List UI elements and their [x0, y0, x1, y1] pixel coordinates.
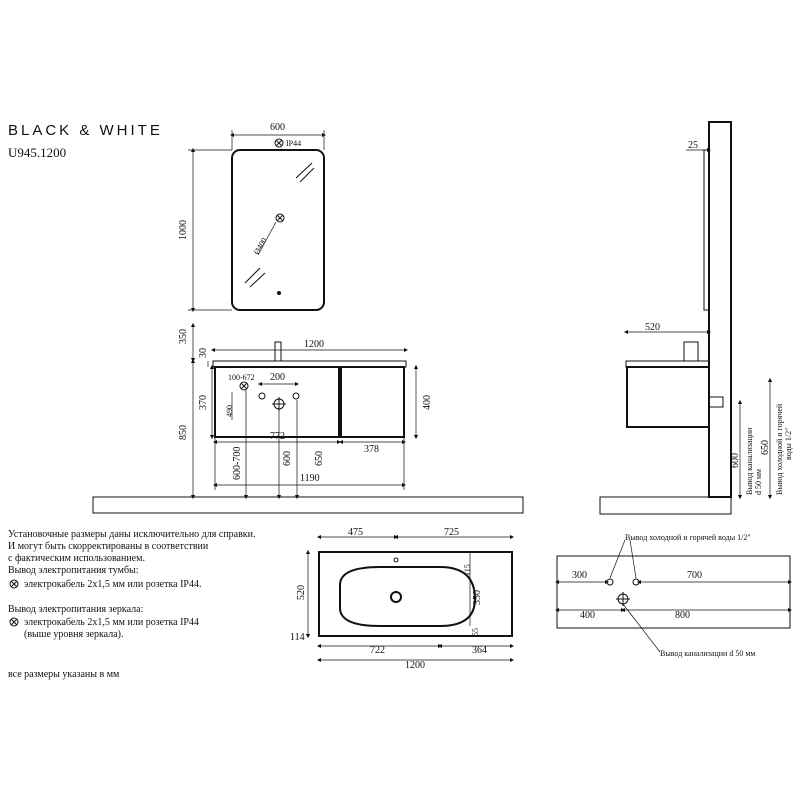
plan-right-water: 700: [687, 570, 702, 581]
front-width-label: 1200: [304, 339, 324, 350]
side-cabinet: [626, 366, 710, 428]
side-water-size: воды 1/2": [784, 428, 793, 460]
pipe-spacing-label: 200: [270, 372, 285, 383]
hot-water-outlet: [292, 392, 300, 400]
mirror-power-text2: (выше уровня зеркала).: [24, 629, 123, 640]
plan-drain-label: Вывод канализации d 50 мм: [660, 649, 755, 658]
plan-left-water: 300: [572, 570, 587, 581]
plan-right-drain: 800: [675, 610, 690, 621]
side-depth-label: 520: [645, 322, 660, 333]
cabinet-power-text: электрокабель 2х1,5 мм или розетка IP44.: [24, 579, 202, 590]
h-650-label: 650: [314, 451, 325, 466]
mirror-front-view: 600 IP44 1000 Ø400: [178, 122, 327, 313]
cabinet-front-view: 350 1200 30 370 400 100-672 490 200 772 …: [178, 322, 433, 500]
note-line1: Установочные размеры даны исключительно …: [8, 529, 256, 540]
right-drawer-height-label: 400: [422, 395, 433, 410]
plan-water-label: Вывод холодной и горячей воды 1/2": [625, 533, 751, 542]
top-left-label: 475: [348, 527, 363, 538]
water-height-label: 650: [760, 440, 771, 455]
top-view: 475 725 520 114 115 350 55 722 364 1200: [290, 527, 515, 671]
mirror-height-label: 1000: [178, 220, 189, 240]
mirror-power-symbol-icon: [9, 617, 19, 627]
h-600-label: 600: [282, 451, 293, 466]
note-line3: с фактическим использованием.: [8, 553, 145, 564]
side-water-label: Вывод холодной и горячей: [775, 403, 784, 495]
left-drawer: [214, 366, 340, 438]
note-line2: И могут быть скорректированы в соответст…: [8, 541, 209, 552]
top-total-label: 1200: [405, 660, 425, 671]
plan-outline: [556, 555, 791, 629]
plan-view: Вывод холодной и горячей воды 1/2" 300 7…: [554, 533, 793, 658]
units-note: все размеры указаны в мм: [8, 669, 120, 680]
side-floor-slab: [599, 496, 732, 515]
mirror-power-title: Вывод электропитания зеркала:: [8, 604, 143, 615]
basin-width-label: 722: [370, 645, 385, 656]
mirror-light-icon: [275, 213, 285, 223]
plan-left-drain: 400: [580, 610, 595, 621]
cabinet-power-symbol-icon: [9, 579, 19, 589]
mirror-outline: [231, 149, 325, 311]
basin-top-outline: [318, 551, 513, 637]
basin-offset-label: 55: [471, 628, 480, 636]
front-offset-label: 114: [290, 632, 305, 643]
h-600-700-label: 600-700: [232, 447, 243, 480]
wall: [708, 121, 732, 498]
bottom-width-label: 1190: [300, 473, 320, 484]
drawer-height-label: 370: [198, 395, 209, 410]
top-offset-label: 115: [463, 564, 472, 576]
pipe-range-label: 100-672: [228, 373, 255, 382]
right-drawer: [340, 366, 405, 438]
total-height-label: 850: [178, 425, 189, 440]
side-drain-label: Вывод канализации: [745, 427, 754, 495]
notes-block: Установочные размеры даны исключительно …: [8, 529, 256, 680]
mirror-ip-label: IP44: [286, 139, 301, 148]
mirror-depth-label: 25: [688, 140, 698, 151]
mirror-power-icon: [274, 138, 284, 148]
faucet: [274, 341, 282, 362]
mirror-width-label: 600: [270, 122, 285, 133]
side-faucet: [683, 341, 699, 362]
floor-slab: [92, 496, 524, 514]
plan-cold-outlet: [606, 578, 614, 586]
right-width-label: 378: [364, 444, 379, 455]
brand-logo-text: BLACK & WHITE: [8, 122, 163, 139]
basin-depth-label: 350: [472, 590, 483, 605]
cabinet-power-title: Вывод электропитания тумбы:: [8, 565, 139, 576]
mirror-diameter-label: Ø400: [252, 236, 269, 256]
basin-bowl: [339, 566, 477, 627]
cabinet-power-icon: [239, 381, 249, 391]
top-depth-label: 520: [296, 585, 307, 600]
side-view: 25 520 600 Вывод канализации d 50 мм 650…: [599, 121, 793, 515]
right-part-label: 364: [472, 645, 487, 656]
model-number: U945.1200: [8, 145, 66, 160]
side-drain-d: d 50 мм: [754, 469, 763, 495]
pipe-vertical-label: 490: [225, 405, 234, 417]
basin-drain: [390, 591, 402, 603]
cold-water-outlet: [258, 392, 266, 400]
gap-label: 350: [178, 329, 189, 344]
tap-hole: [393, 557, 399, 563]
side-pipe: [708, 396, 724, 408]
plan-hot-outlet: [632, 578, 640, 586]
drain-height-label: 600: [730, 453, 741, 468]
top-right-label: 725: [444, 527, 459, 538]
left-width-label: 772: [270, 431, 285, 442]
mirror-power-text1: электрокабель 2х1,5 мм или розетка IP44: [24, 617, 199, 628]
top-thickness-label: 30: [198, 348, 209, 358]
